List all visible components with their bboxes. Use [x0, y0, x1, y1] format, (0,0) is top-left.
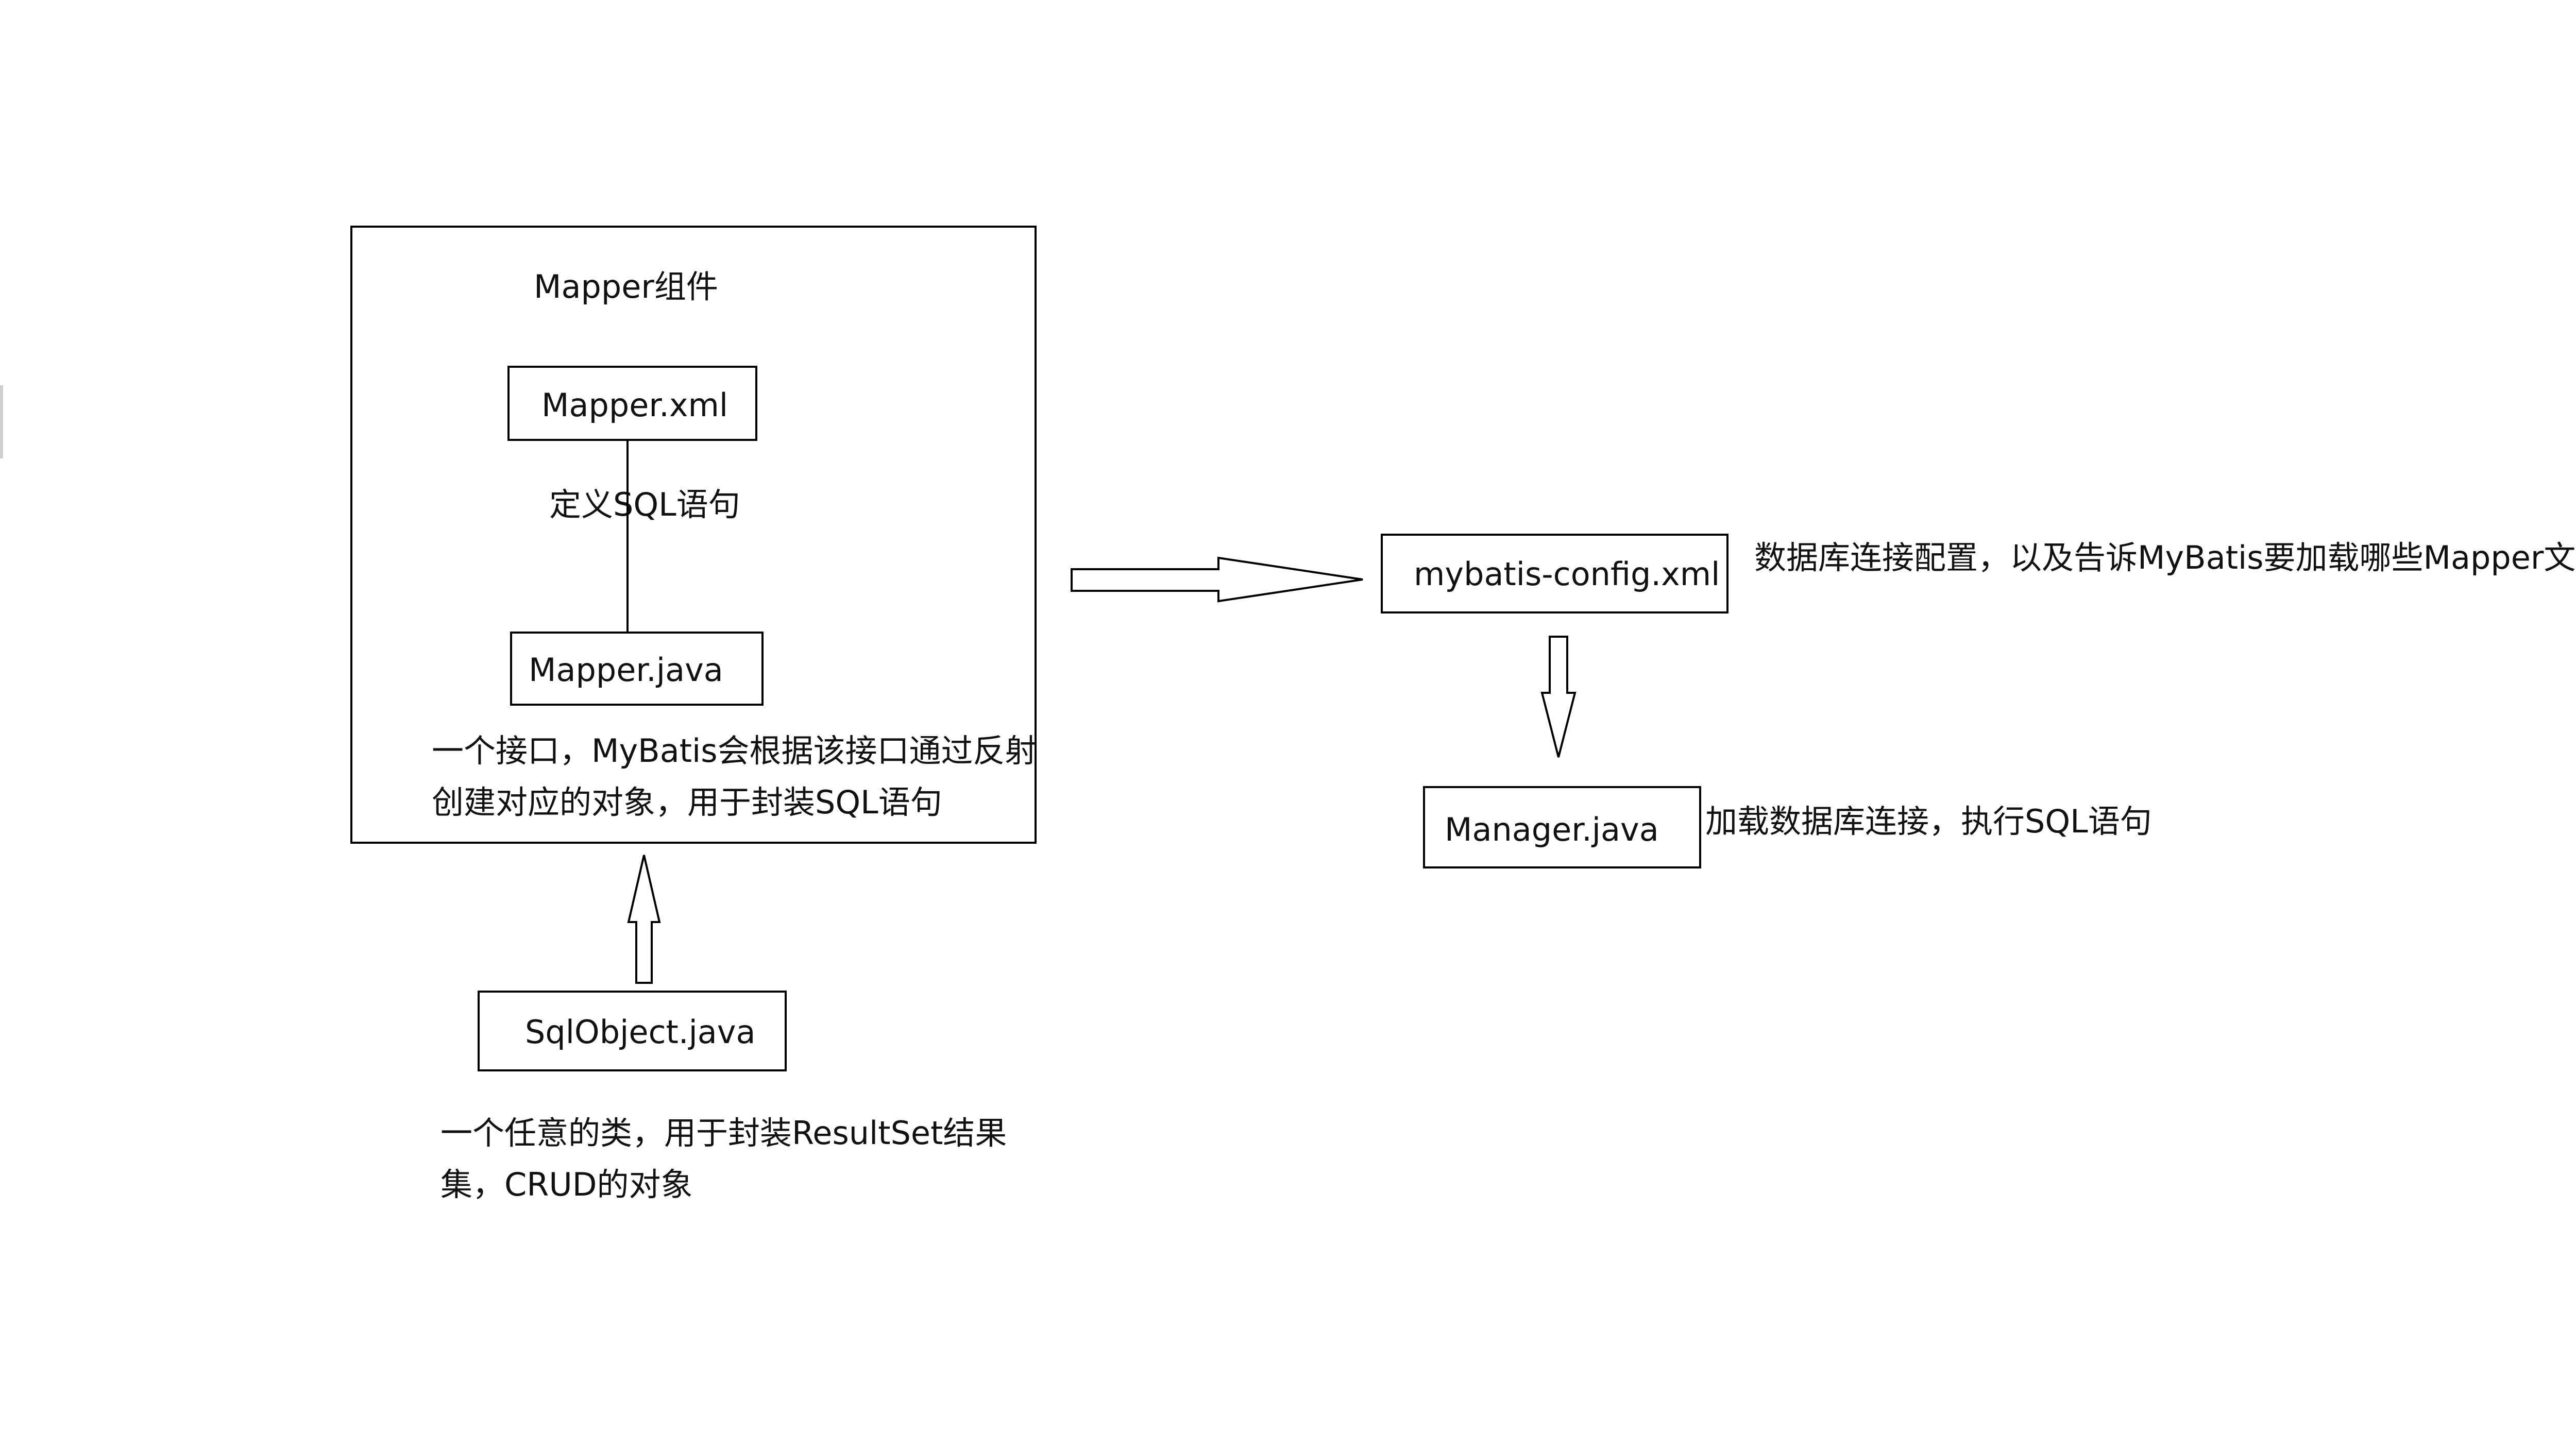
- mapper-component-title: Mapper组件: [534, 268, 718, 305]
- manager-java-box: Manager.java: [1423, 786, 1701, 868]
- mapper-java-label: Mapper.java: [529, 651, 723, 689]
- manager-java-label: Manager.java: [1445, 811, 1659, 848]
- mapper-component-box: [350, 226, 1037, 844]
- mybatis-config-box: mybatis-config.xml: [1381, 534, 1728, 613]
- manager-java-description: 加载数据库连接，执行SQL语句: [1705, 803, 2152, 840]
- window-edge-marker: [0, 385, 3, 458]
- arrow-down-to-manager: [1540, 636, 1577, 758]
- mapper-xml-label: Mapper.xml: [541, 386, 728, 424]
- arrow-up-to-mapper: [627, 855, 661, 984]
- sqlobject-java-box: SqlObject.java: [478, 991, 787, 1071]
- sqlobject-description-line1: 一个任意的类，用于封装ResultSet结果: [440, 1114, 1007, 1152]
- interface-description-line2: 创建对应的对象，用于封装SQL语句: [432, 783, 942, 821]
- arrow-right-to-config: [1071, 556, 1363, 603]
- interface-description-line1: 一个接口，MyBatis会根据该接口通过反射: [432, 732, 1037, 770]
- mapper-java-box: Mapper.java: [510, 632, 764, 706]
- mybatis-config-description: 数据库连接配置，以及告诉MyBatis要加载哪些Mapper文件: [1754, 539, 2576, 576]
- mapper-xml-box: Mapper.xml: [507, 366, 757, 441]
- mybatis-config-label: mybatis-config.xml: [1414, 555, 1720, 593]
- define-sql-label: 定义SQL语句: [549, 486, 740, 523]
- sqlobject-java-label: SqlObject.java: [525, 1013, 756, 1051]
- sqlobject-description-line2: 集，CRUD的对象: [440, 1166, 693, 1203]
